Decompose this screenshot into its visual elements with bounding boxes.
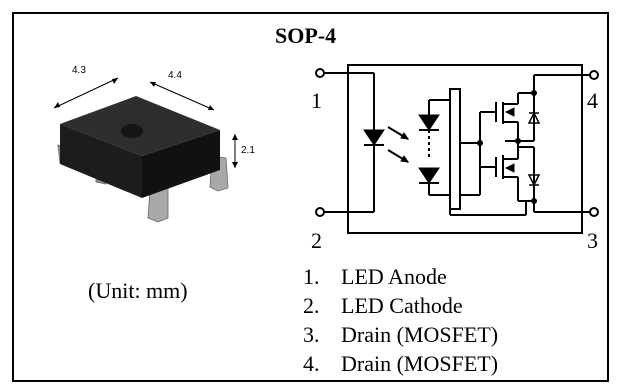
photorelay-schematic-icon [315, 64, 599, 234]
sop4-package-icon [53, 77, 238, 223]
package-title: SOP-4 [275, 23, 337, 48]
unit-note: (Unit: mm) [88, 278, 188, 303]
pin-item-2: 2.LED Cathode [303, 293, 463, 318]
pin-item-3: 3.Drain (MOSFET) [303, 322, 499, 347]
dimension-depth: 4.4 [168, 70, 182, 81]
figure-frame [12, 12, 609, 382]
pin-label-2: 2 [311, 228, 322, 253]
pin-item-4: 4.Drain (MOSFET) [303, 351, 499, 376]
pin-label-1: 1 [311, 88, 322, 113]
dimension-width: 4.3 [72, 65, 86, 76]
dimension-height: 2.1 [241, 145, 255, 156]
pin-description-list: 1.LED Anode 2.LED Cathode 3.Drain (MOSFE… [303, 262, 498, 378]
pin-label-4: 4 [587, 88, 598, 113]
pin-item-1: 1.LED Anode [303, 264, 447, 289]
pin-label-3: 3 [587, 228, 598, 253]
